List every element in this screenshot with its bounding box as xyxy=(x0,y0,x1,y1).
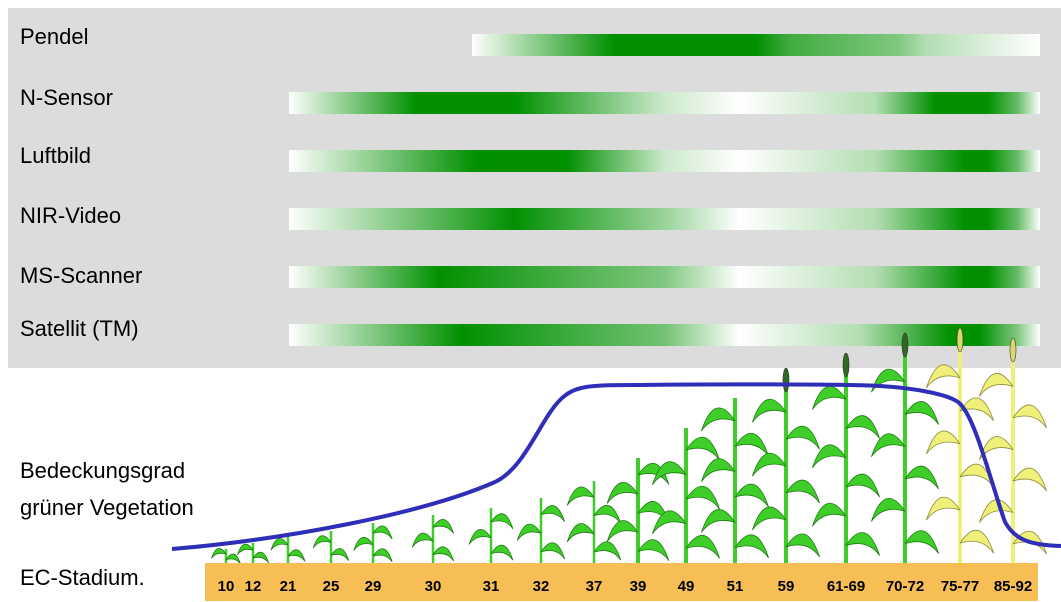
sensor-label-pendel: Pendel xyxy=(20,24,89,49)
plant-stage-61-69 xyxy=(812,352,880,576)
ec-stage-25: 25 xyxy=(322,578,340,595)
ec-stage-30: 30 xyxy=(424,578,442,595)
plant-stage-70-72 xyxy=(871,332,939,576)
sensor-label-luftbild: Luftbild xyxy=(20,143,91,168)
ec-stage-31: 31 xyxy=(482,578,500,595)
plant-stage-37 xyxy=(566,481,622,576)
plant-stage-75-77 xyxy=(926,327,994,576)
ec-stage-10: 10 xyxy=(217,578,235,595)
sensor-bar-n-sensor xyxy=(289,92,1040,114)
sensor-label-ms-scanner: MS-Scanner xyxy=(20,263,143,288)
ec-stage-59: 59 xyxy=(777,578,795,595)
coverage-label-line2: grüner Vegetation xyxy=(20,495,194,520)
ec-stage-70-72: 70-72 xyxy=(885,578,925,595)
plant-stage-39 xyxy=(606,458,670,576)
ec-stage-29: 29 xyxy=(364,578,382,595)
plant-stage-85-92 xyxy=(979,337,1047,576)
ec-stage-51: 51 xyxy=(726,578,744,595)
sensor-bar-luftbild xyxy=(289,150,1040,172)
sensor-label-n-sensor: N-Sensor xyxy=(20,85,113,110)
plant-illustrations xyxy=(207,327,1047,576)
coverage-curve xyxy=(171,382,1061,551)
ec-stage-39: 39 xyxy=(629,578,647,595)
sensor-label-satellit: Satellit (TM) xyxy=(20,316,139,341)
ec-stage-12: 12 xyxy=(244,578,262,595)
ground-strip xyxy=(205,563,1038,601)
ec-stage-37: 37 xyxy=(585,578,603,595)
plant-stage-51 xyxy=(701,398,769,576)
sensor-bar-satellit xyxy=(289,324,1040,346)
ec-stage-85-92: 85-92 xyxy=(993,578,1033,595)
ec-stage-32: 32 xyxy=(532,578,550,595)
ec-stage-75-77: 75-77 xyxy=(940,578,980,595)
sensor-panel xyxy=(8,8,1061,368)
ec-stage-21: 21 xyxy=(279,578,297,595)
sensor-bar-nir-video xyxy=(289,208,1040,230)
ec-stage-49: 49 xyxy=(677,578,695,595)
coverage-label-line1: Bedeckungsgrad xyxy=(20,458,186,483)
ec-stadium-label: EC-Stadium. xyxy=(20,565,145,590)
sensor-bar-ms-scanner xyxy=(289,266,1040,288)
ec-stage-61-69: 61-69 xyxy=(826,578,866,595)
sensor-label-nir-video: NIR-Video xyxy=(20,203,122,228)
sensor-bar-pendel xyxy=(472,34,1040,56)
